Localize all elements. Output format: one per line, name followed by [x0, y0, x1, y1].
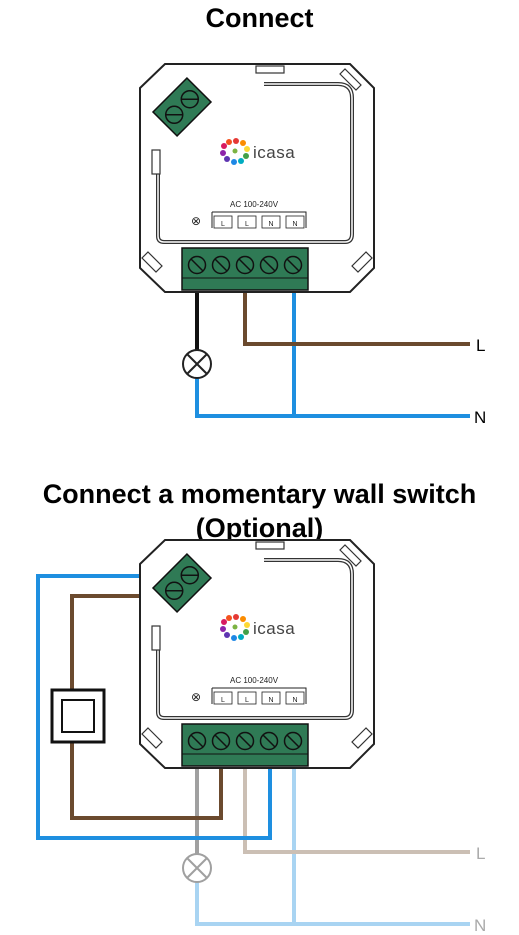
brand-label: icasa — [253, 619, 295, 638]
terminal-label: L — [221, 697, 225, 704]
voltage-label: AC 100-240V — [230, 676, 279, 685]
terminal-label: N — [268, 697, 273, 704]
switch-heading: Connect a momentary wall switch — [42, 479, 477, 509]
live-wire — [243, 290, 470, 346]
switch-wiring-diagram: icasa AC 100-240V L L N N ⊗ L N — [36, 538, 486, 935]
voltage-label: AC 100-240V — [230, 200, 279, 209]
neutral-label: N — [474, 916, 486, 935]
earth-icon: ⊗ — [191, 214, 201, 228]
basic-wiring-diagram: icasa AC 100-240V L L N N ⊗ L N — [138, 62, 486, 427]
brand-label: icasa — [253, 143, 295, 162]
terminal-label: N — [268, 221, 273, 228]
terminal-label: L — [221, 221, 225, 228]
wall-switch-icon — [50, 688, 106, 744]
earth-icon: ⊗ — [191, 690, 201, 704]
lamp-icon — [182, 349, 212, 379]
module-icasa — [138, 62, 376, 294]
neutral-label: N — [474, 408, 486, 427]
live-label: L — [476, 336, 485, 355]
faded-live-wire — [243, 766, 470, 854]
connect-heading: Connect — [205, 3, 314, 33]
terminal-label: N — [292, 697, 297, 704]
terminal-label: N — [292, 221, 297, 228]
lamp-neutral-wire — [195, 376, 470, 418]
optional-heading: (Optional) — [195, 513, 324, 543]
module-icasa — [138, 538, 376, 770]
terminal-label: L — [245, 221, 249, 228]
lamp-icon — [182, 853, 212, 883]
faded-lamp-neutral-wire — [195, 880, 470, 926]
live-label: L — [476, 844, 485, 863]
terminal-label: L — [245, 697, 249, 704]
